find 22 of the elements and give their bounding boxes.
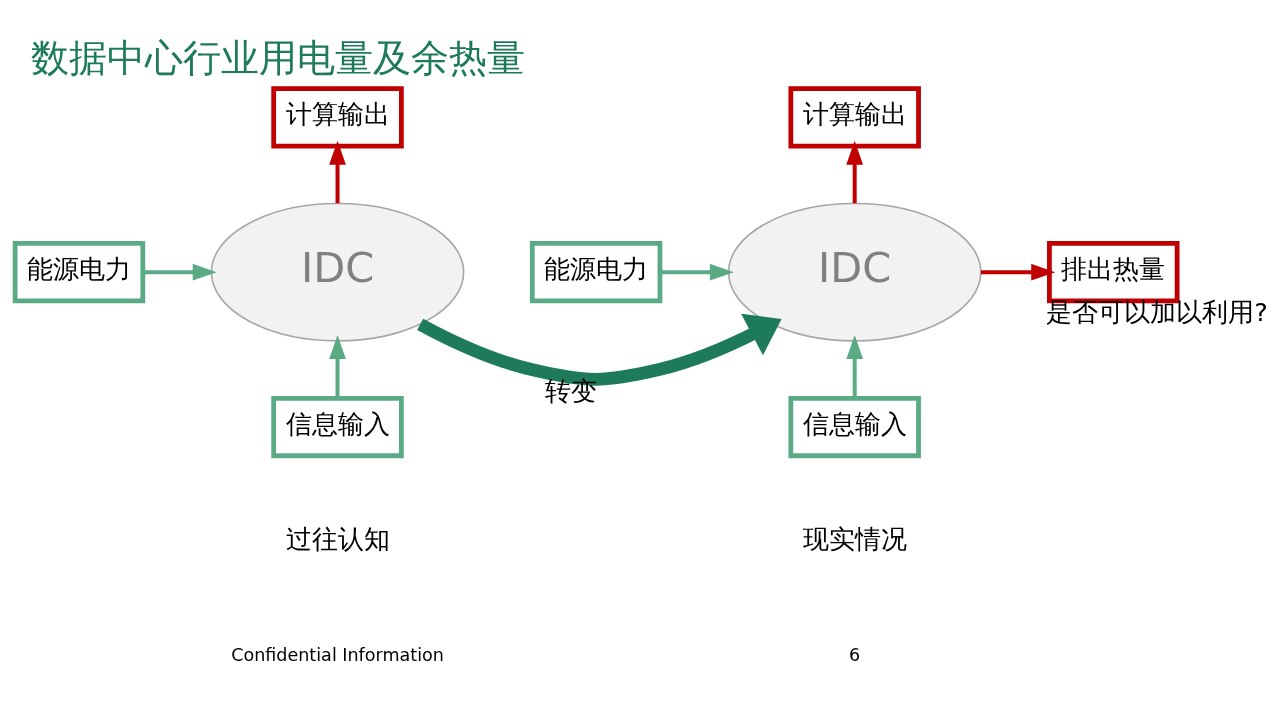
label: 6	[849, 645, 861, 666]
label: Confidential Information	[231, 645, 444, 666]
node-box: 能源电力	[529, 241, 663, 304]
node-box: 信息输入	[271, 395, 404, 459]
label: 过往认知	[285, 524, 390, 555]
node-box: 计算输出	[788, 86, 921, 149]
arrow	[143, 263, 217, 281]
node-ellipse: IDC	[210, 202, 465, 342]
node-box: 能源电力	[12, 241, 146, 304]
arrow	[329, 140, 346, 204]
arrow	[417, 313, 782, 386]
diagram-title: 数据中心行业用电量及余热量	[30, 35, 525, 81]
label: 现实情况	[802, 524, 907, 555]
node-ellipse: IDC	[727, 202, 982, 342]
arrow	[329, 335, 346, 398]
arrow	[846, 140, 864, 204]
node-box: 信息输入	[788, 395, 921, 459]
node-box: 计算输出	[271, 86, 404, 149]
arrow	[660, 263, 734, 281]
edge-label: 转变	[545, 375, 598, 406]
arrow	[980, 263, 1056, 281]
arrow	[846, 335, 864, 398]
